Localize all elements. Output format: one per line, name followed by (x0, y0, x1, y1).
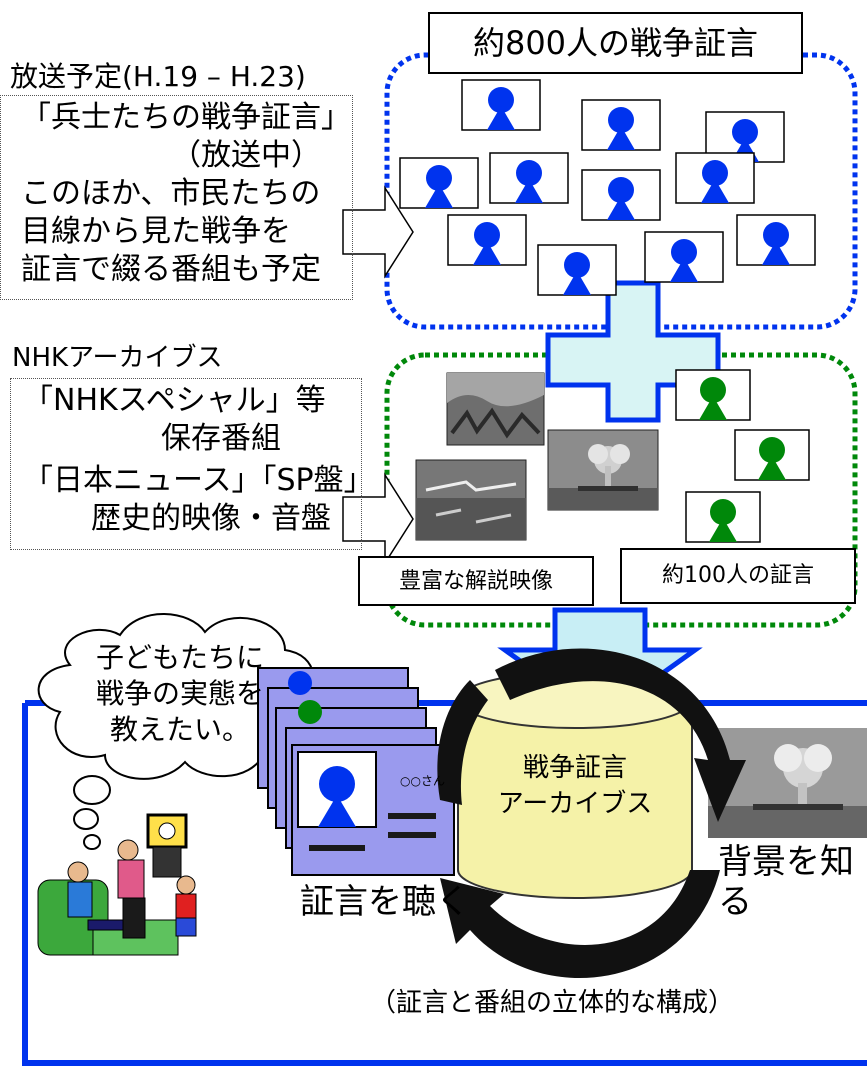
listen-label: 証言を聴く (300, 882, 470, 922)
person-icon (537, 244, 617, 296)
person-icon (734, 429, 810, 481)
person-icons-blue (399, 79, 816, 296)
person-icon (675, 152, 755, 204)
person-icon (644, 231, 724, 283)
archives-line-2: 保存番組 (161, 421, 281, 456)
person-icon (736, 214, 816, 266)
thought-text: 子どもたちに 戦争の実態を 教えたい。 (65, 640, 295, 748)
person-icon (581, 99, 661, 151)
person-icon (489, 152, 569, 204)
broadcast-line-2: （放送中） (171, 138, 321, 173)
broadcast-line-4: 目線から見た戦争を (21, 214, 291, 249)
cylinder-line-1: 戦争証言 (522, 753, 627, 783)
archives-box: 「NHKスペシャル」等 保存番組 「日本ニュース」「SP盤」 歴史的映像・音盤 (10, 378, 374, 550)
person-icon (461, 79, 541, 131)
person-icon (447, 214, 527, 266)
person-icon (685, 491, 761, 543)
broadcast-box: 「兵士たちの戦争証言」 （放送中） このほか、市民たちの 目線から見た戦争を 証… (0, 95, 353, 300)
card-name-label: ○○さん (400, 774, 445, 788)
right-arrow-top (342, 185, 414, 279)
family-watching-tv-illustration (37, 813, 197, 956)
person-icon (399, 157, 479, 209)
cylinder-text: 戦争証言 アーカイブス (470, 750, 680, 822)
hundred-testimony-label: 約100人の証言 (620, 548, 856, 604)
archives-line-3: 「日本ニュース」「SP盤」 (23, 463, 374, 498)
plus-icon (545, 280, 721, 423)
broadcast-line-1: 「兵士たちの戦争証言」 (21, 100, 351, 135)
historical-photo-explosion (547, 429, 659, 511)
thought-line-1: 子どもたちに (95, 641, 264, 674)
archives-heading: NHKアーカイブス (12, 343, 223, 373)
person-icons-green (675, 369, 810, 543)
cylinder-line-2: アーカイブス (497, 789, 653, 819)
cycle-arrows (437, 648, 746, 978)
historical-photo-explosion-right (708, 728, 867, 838)
archives-line-4: 歴史的映像・音盤 (91, 501, 331, 536)
broadcast-heading: 放送予定(H.19 – H.23) (10, 60, 306, 93)
know-label: 背景を知る (718, 842, 854, 922)
archives-line-1: 「NHKスペシャル」等 (23, 383, 326, 418)
person-icon (675, 369, 751, 421)
commentary-label: 豊富な解説映像 (358, 556, 594, 606)
thought-line-3: 教えたい。 (109, 713, 250, 746)
broadcast-line-5: 証言で綴る番組も予定 (21, 252, 321, 287)
historical-photo-aircraft (415, 459, 527, 541)
broadcast-line-3: このほか、市民たちの (21, 176, 321, 211)
right-arrow-middle (342, 472, 414, 566)
historical-photo-soldiers (446, 372, 545, 446)
testimony-title: 約800人の戦争証言 (428, 12, 803, 74)
caption: （証言と番組の立体的な構成） (370, 988, 735, 1018)
testimony-cards (257, 667, 455, 876)
person-icon (581, 169, 661, 221)
thought-line-2: 戦争の実態を (95, 677, 264, 710)
